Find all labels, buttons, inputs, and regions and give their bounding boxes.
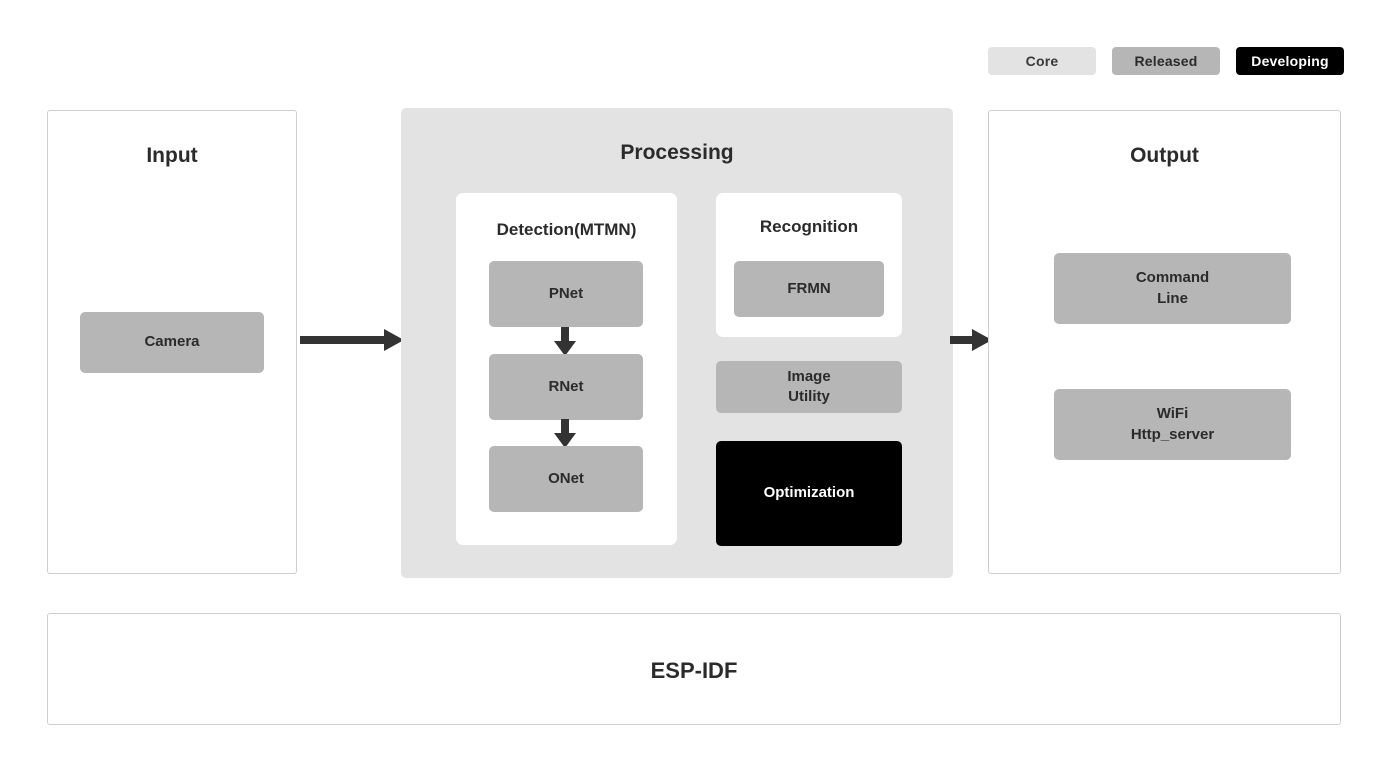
panel-output: Output bbox=[988, 110, 1341, 574]
group-recognition-title: Recognition bbox=[759, 217, 859, 236]
legend: Core Released Developing bbox=[988, 47, 1344, 75]
node-optimization[interactable]: Optimization bbox=[716, 441, 902, 546]
node-pnet[interactable]: PNet bbox=[489, 261, 643, 327]
legend-chip-developing-label: Developing bbox=[1251, 53, 1329, 69]
arrow-input-to-processing bbox=[300, 329, 404, 351]
arrow-rnet-to-onet bbox=[554, 419, 576, 448]
group-detection-title: Detection(MTMN) bbox=[496, 220, 637, 239]
node-frmn[interactable]: FRMN bbox=[734, 261, 884, 317]
node-camera-label: Camera bbox=[144, 333, 200, 351]
node-command-line[interactable]: Command Line bbox=[1054, 253, 1291, 324]
arrow-pnet-to-rnet bbox=[554, 327, 576, 356]
legend-chip-core[interactable]: Core bbox=[988, 47, 1096, 75]
node-wifi-http-server-label: WiFi Http_server bbox=[1130, 405, 1215, 443]
legend-chip-released-label: Released bbox=[1134, 53, 1198, 69]
node-image-utility[interactable]: Image Utility bbox=[716, 361, 902, 413]
node-pnet-label: PNet bbox=[548, 284, 584, 302]
node-onet-label: ONet bbox=[548, 469, 584, 487]
node-rnet-label: RNet bbox=[548, 377, 584, 395]
arrow-processing-to-output bbox=[950, 329, 992, 351]
node-camera[interactable]: Camera bbox=[80, 312, 264, 373]
legend-chip-developing[interactable]: Developing bbox=[1236, 47, 1344, 75]
node-onet[interactable]: ONet bbox=[489, 446, 643, 512]
panel-processing-title: Processing bbox=[620, 141, 734, 164]
node-wifi-http-server[interactable]: WiFi Http_server bbox=[1054, 389, 1291, 460]
panel-input-title: Input bbox=[146, 144, 198, 167]
legend-chip-core-label: Core bbox=[1025, 53, 1059, 69]
panel-framework-espidf: ESP-IDF bbox=[47, 613, 1341, 725]
node-rnet[interactable]: RNet bbox=[489, 354, 643, 420]
node-command-line-label: Command Line bbox=[1135, 269, 1210, 307]
node-frmn-label: FRMN bbox=[787, 279, 831, 297]
panel-output-title: Output bbox=[1130, 144, 1199, 167]
node-optimization-label: Optimization bbox=[763, 484, 855, 502]
framework-title: ESP-IDF bbox=[650, 658, 738, 683]
node-image-utility-label: Image Utility bbox=[787, 367, 831, 405]
legend-chip-released[interactable]: Released bbox=[1112, 47, 1220, 75]
